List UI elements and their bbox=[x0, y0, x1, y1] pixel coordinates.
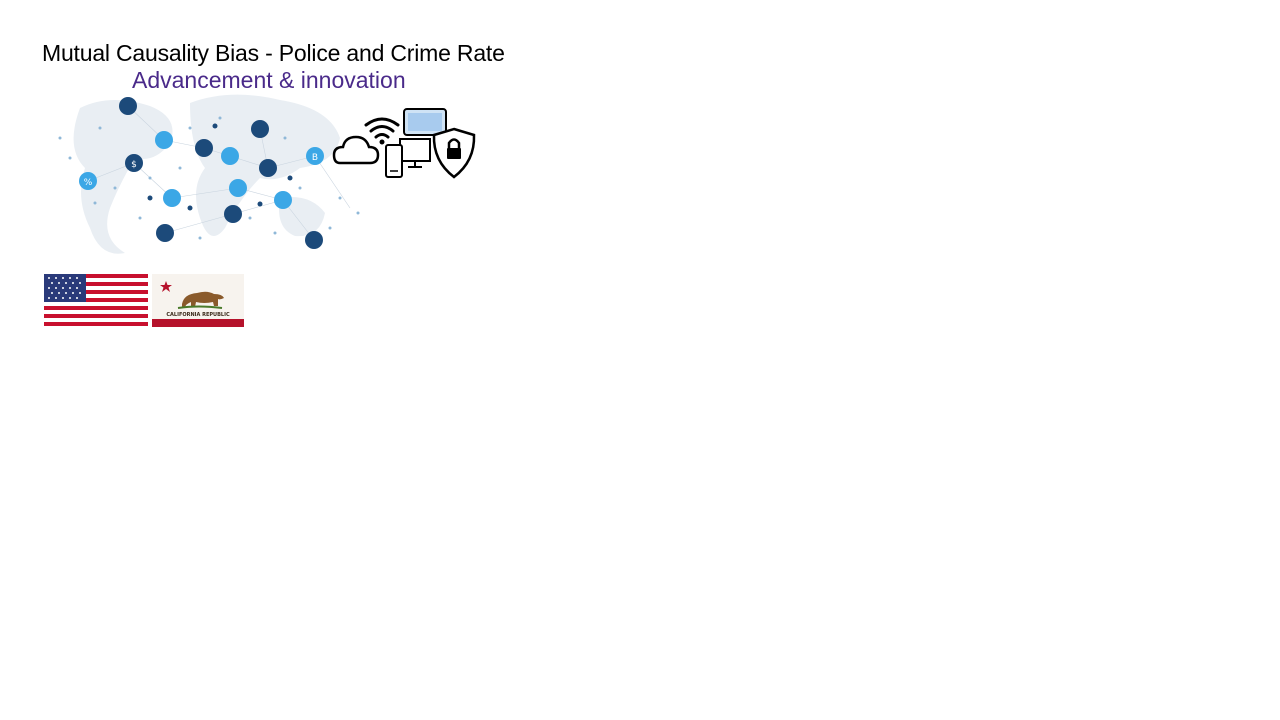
slide-title: Mutual Causality Bias - Police and Crime… bbox=[42, 40, 505, 66]
svg-text:B: B bbox=[312, 153, 318, 163]
us-flag-icon bbox=[44, 274, 148, 326]
svg-text:%: % bbox=[84, 178, 93, 188]
california-flag-text: CALIFORNIA REPUBLIC bbox=[166, 312, 230, 318]
svg-text:$: $ bbox=[131, 160, 137, 170]
slide-subtitle: Advancement & innovation bbox=[132, 67, 406, 93]
california-flag-icon: CALIFORNIA REPUBLIC bbox=[152, 274, 244, 327]
cloud-wifi-device-lock-icons bbox=[332, 108, 476, 179]
world-network-map-icon: $ B % bbox=[58, 94, 360, 254]
